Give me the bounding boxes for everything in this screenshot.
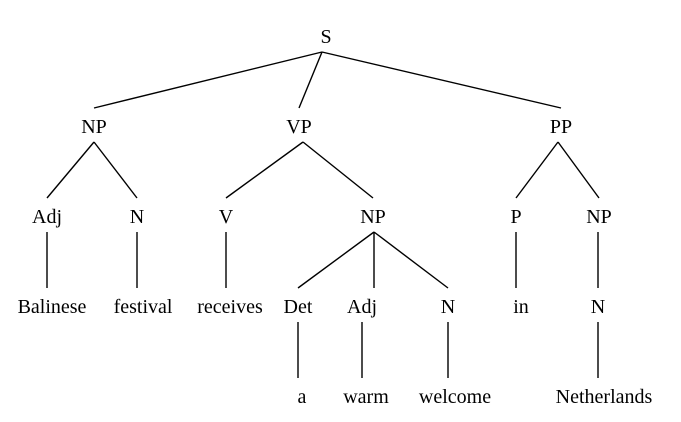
word-receives: receives <box>197 296 263 318</box>
edge-s-vp <box>298 51 323 109</box>
tree-edges <box>46 51 600 378</box>
edge-s-np1 <box>93 51 323 109</box>
node-np-pp: NP <box>586 206 612 228</box>
edge-np2-n2 <box>373 231 449 289</box>
word-in: in <box>513 296 529 318</box>
node-pp: PP <box>550 116 572 138</box>
word-balinese: Balinese <box>18 296 87 318</box>
edge-vp-v <box>225 141 304 199</box>
word-warm: warm <box>343 386 389 408</box>
node-np-object: NP <box>360 206 386 228</box>
node-adj-subject: Adj <box>32 206 62 228</box>
node-n-subject: N <box>130 206 144 228</box>
word-a: a <box>298 386 307 408</box>
node-det: Det <box>284 296 313 318</box>
node-vp: VP <box>286 116 312 138</box>
edge-np1-adj1 <box>46 141 95 199</box>
word-welcome: welcome <box>419 386 491 408</box>
edge-vp-np2 <box>302 141 374 199</box>
edge-pp-p <box>515 141 559 199</box>
node-adj-object: Adj <box>347 296 377 318</box>
edge-s-pp <box>321 51 562 109</box>
node-n-object: N <box>441 296 455 318</box>
edge-np1-n1 <box>93 141 138 199</box>
node-p: P <box>510 206 521 228</box>
node-n-pp: N <box>591 296 605 318</box>
node-np-subject: NP <box>81 116 107 138</box>
node-s: S <box>320 26 331 48</box>
tree-labels: S NP VP PP Adj N V NP P NP Balinese fest… <box>18 26 653 408</box>
edge-pp-np3 <box>557 141 600 199</box>
edge-np2-det <box>297 231 375 289</box>
node-v: V <box>219 206 234 228</box>
word-netherlands: Netherlands <box>556 386 653 408</box>
word-festival: festival <box>114 296 173 318</box>
